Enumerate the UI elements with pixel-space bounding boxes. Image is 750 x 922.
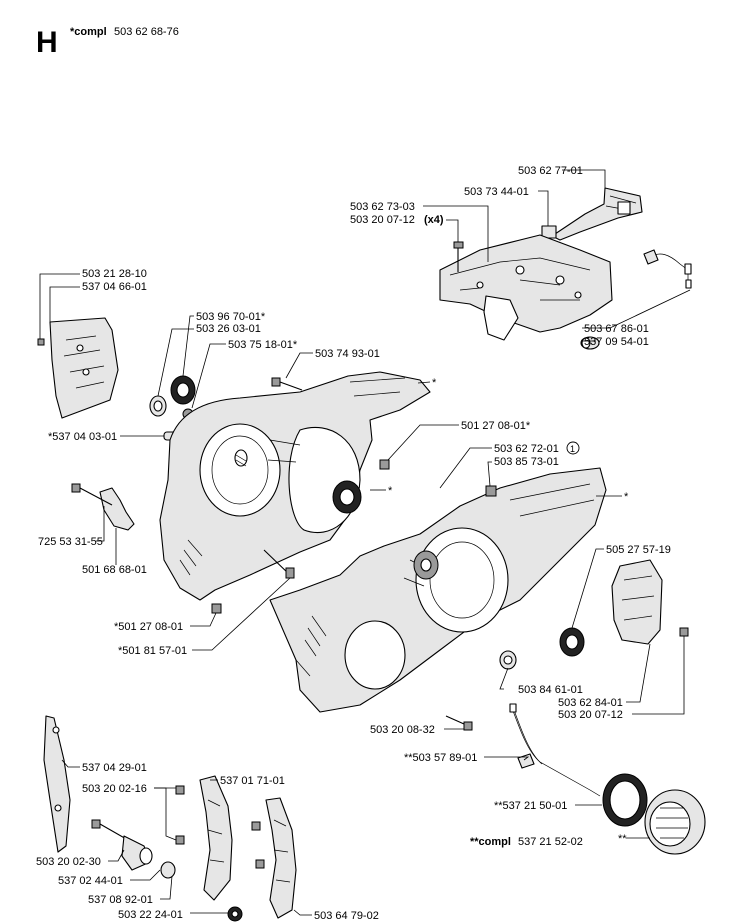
label-503-74-93-01: 503 74 93-01: [315, 348, 380, 360]
crank-bearing-part: [332, 480, 362, 514]
label-503-84-61-01: 503 84 61-01: [518, 684, 583, 696]
cover-right-part: [611, 559, 689, 645]
screw-7493-part: [271, 377, 303, 391]
label-503-20-08-32: 503 20 08-32: [370, 724, 435, 736]
spacer-part: [160, 861, 176, 879]
label-503-64-79-02: 503 64 79-02: [314, 910, 379, 922]
chain-guard-strip-part: [43, 715, 71, 853]
label-503-67-86-01: 503 67 86-01: [584, 323, 649, 335]
sprocket-guard-part: [199, 775, 233, 901]
sprocket-guard-2-part: [251, 797, 297, 919]
label-537-08-92-01: 537 08 92-01: [88, 894, 153, 906]
star-marker-top: *: [432, 377, 437, 389]
spring-part: [234, 449, 248, 467]
label-503-62-84-01: 503 62 84-01: [558, 697, 623, 709]
tank-cover-part: [439, 234, 613, 341]
label-503-96-70-01: 503 96 70-01*: [196, 311, 266, 323]
label-503-20-07-12-right: 503 20 07-12: [558, 709, 623, 721]
label-503-75-18-01: 503 75 18-01*: [228, 339, 298, 351]
section-letter: H: [36, 26, 58, 59]
crankcase-left-part: [159, 371, 431, 601]
hose-fitting-part: [643, 249, 692, 289]
screw-0230-part: [91, 819, 129, 841]
label-537-21-50-01: **537 21 50-01: [494, 800, 567, 812]
oil-hose-part: [509, 703, 601, 797]
label-x4: (x4): [424, 214, 444, 226]
label-537-04-29-01: 537 04 29-01: [82, 762, 147, 774]
label-537-09-54-01: 537 09 54-01: [584, 336, 649, 348]
label-503-62-73-03: 503 62 73-03: [350, 201, 415, 213]
circled-note-marker: 1: [566, 441, 580, 455]
label-503-85-73-01: 503 85 73-01: [494, 456, 559, 468]
label-double-star-cap: **: [618, 833, 627, 845]
seal-ring-part: [149, 395, 167, 417]
label-537-04-66-01: 537 04 66-01: [82, 281, 147, 293]
label-537-02-44-01: 537 02 44-01: [58, 875, 123, 887]
label-503-73-44-01: 503 73 44-01: [464, 186, 529, 198]
crankcase-lower-screw-part: [211, 603, 222, 614]
compl-prefix: *compl: [70, 26, 107, 38]
compl-number: 503 62 68-76: [114, 26, 179, 38]
nut-2401-part: [227, 906, 243, 922]
cover-plate-part: [49, 317, 119, 419]
star-marker-mid: *: [388, 485, 393, 497]
stop-bracket-part: [71, 483, 135, 531]
label-501-68-68-01: 501 68 68-01: [82, 564, 147, 576]
label-505-27-57-19: 505 27 57-19: [606, 544, 671, 556]
gear-part: [413, 550, 439, 580]
nut-right-part: [485, 485, 497, 497]
plate-screw-part: [37, 338, 45, 346]
label-503-26-03-01: 503 26 03-01: [196, 323, 261, 335]
label-503-22-24-01: 503 22 24-01: [118, 909, 183, 921]
rubber-plug-part: [580, 336, 600, 350]
label-503-21-28-10: 503 21 28-10: [82, 268, 147, 280]
sleeve-part: [121, 835, 153, 871]
label-503-20-07-12-top: 503 20 07-12: [350, 214, 415, 226]
seal-right-part: [559, 627, 585, 657]
screw-0832-part: [445, 715, 473, 731]
label-503-62-77-01: 503 62 77-01: [518, 165, 583, 177]
label-503-20-02-30: 503 20 02-30: [36, 856, 101, 868]
nut-part: [379, 459, 390, 470]
crankcase-right-part: [269, 467, 607, 713]
label-501-27-08-01-left: *501 27 08-01: [114, 621, 183, 633]
label-537-04-03-01: *537 04 03-01: [48, 431, 117, 443]
bushing-part: [499, 650, 517, 670]
circled-note-number: 1: [570, 444, 575, 454]
oil-seal-ring-part: [602, 773, 648, 827]
bolt-0216-part: [175, 785, 185, 845]
label-501-81-57-01: *501 81 57-01: [118, 645, 187, 657]
label-725-53-31-55: 725 53 31-55: [38, 536, 103, 548]
label-compl-prefix: **compl: [470, 836, 511, 848]
star-marker-right: *: [624, 491, 629, 503]
leader-lines: [39, 169, 691, 916]
label-503-62-72-01: 503 62 72-01: [494, 443, 559, 455]
label-537-21-52-02: 537 21 52-02: [518, 836, 583, 848]
screw-top-part: [453, 241, 464, 272]
bearing-part-upper: [170, 375, 196, 405]
label-537-01-71-01: 537 01 71-01: [220, 775, 285, 787]
label-503-57-89-01: **503 57 89-01: [404, 752, 477, 764]
label-501-27-08-01-right: 501 27 08-01*: [461, 420, 531, 432]
label-503-20-02-16: 503 20 02-16: [82, 783, 147, 795]
handle-bracket-part: [551, 187, 643, 241]
oil-cap-part: [644, 789, 706, 855]
